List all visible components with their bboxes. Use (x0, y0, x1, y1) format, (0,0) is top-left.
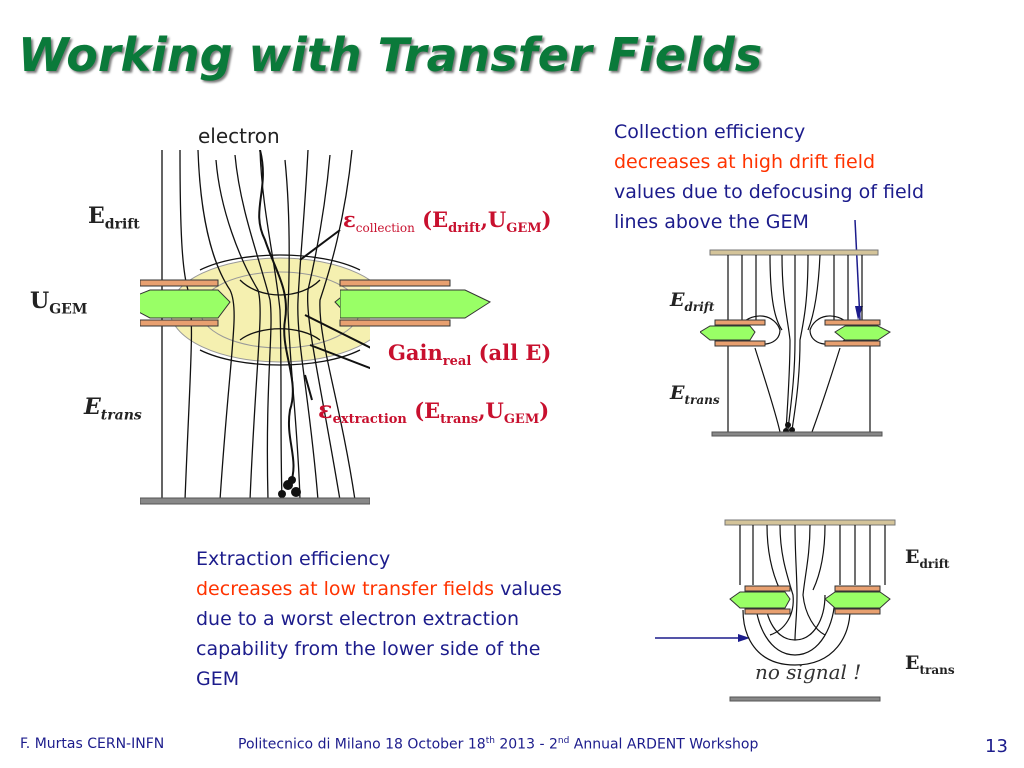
gain-main: Gain (388, 340, 443, 365)
gain-label: Gainreal (all E) (388, 340, 551, 369)
gem-foil-right-extension (340, 279, 492, 327)
high-drift-diagram (700, 220, 891, 437)
e-drift-symbol: E (88, 203, 105, 229)
e-drift-subscript: drift (104, 216, 140, 233)
u-gem-subscript: GEM (49, 301, 88, 318)
extraction-efficiency-label: εextraction (Etrans,UGEM) (318, 395, 549, 427)
electron-label: electron (198, 124, 280, 148)
collection-args-sub2: GEM (506, 221, 542, 237)
collection-args-close: ) (541, 207, 552, 232)
collection-note-line4: lines above the GEM (614, 211, 809, 233)
collection-pointer-arrow (854, 220, 861, 321)
gem-foil-right (824, 585, 891, 615)
extraction-note-line1: Extraction efficiency (196, 548, 391, 570)
footer-event-pre: Politecnico di Milano 18 October 18 (238, 736, 486, 753)
page-number: 13 (985, 736, 1008, 757)
collection-efficiency-label: εcollection (Edrift,UGEM) (343, 207, 552, 236)
e-drift-subscript-top: drift (684, 299, 715, 314)
u-gem-label: UGEM (30, 288, 87, 317)
extraction-args-mid: ,U (478, 398, 504, 423)
no-signal-label: no signal ! (755, 660, 862, 684)
footer-author: F. Murtas CERN-INFN (20, 736, 165, 752)
e-trans-symbol: E (84, 394, 101, 420)
e-trans-subscript-bottom: trans (919, 662, 955, 677)
extraction-args-sub2: GEM (503, 412, 540, 428)
drift-electrode (724, 519, 896, 526)
e-drift-label-bottom: Edrift (905, 546, 949, 571)
footer-event-mid: 2013 - 2 (494, 736, 558, 753)
gem-foil-right (824, 319, 891, 347)
extraction-args-sub1: trans (440, 412, 479, 428)
electron-track (258, 150, 295, 486)
e-drift-symbol-top: E (670, 289, 685, 311)
e-trans-symbol-top: E (670, 382, 685, 404)
slide-title: Working with Transfer Fields (18, 28, 763, 82)
collection-args-mid: ,U (480, 207, 507, 232)
collection-subscript: collection (355, 221, 415, 236)
u-gem-symbol: U (30, 288, 50, 314)
extraction-subscript: extraction (332, 412, 407, 428)
low-transfer-diagram (655, 519, 896, 702)
e-trans-subscript: trans (100, 407, 142, 424)
collection-note-highlight: decreases at high drift field (614, 151, 876, 173)
gem-foil-left (140, 279, 231, 327)
annotation-arrows (299, 229, 370, 401)
readout-plane (140, 497, 370, 505)
extraction-note-line3: due to a worst electron extraction (196, 608, 519, 630)
gem-foil-left (700, 319, 766, 347)
extraction-note-line5: GEM (196, 668, 240, 690)
collection-epsilon: ε (343, 207, 356, 232)
collection-pointer-arrowhead (855, 306, 863, 320)
gem-foil-left (729, 585, 791, 615)
drift-electrode (709, 249, 879, 256)
readout-plane (729, 696, 881, 702)
collection-note-line1: Collection efficiency (614, 121, 806, 143)
e-trans-subscript-top: trans (684, 392, 720, 407)
e-drift-label-top: Edrift (670, 289, 714, 314)
extraction-args-close: ) (539, 398, 550, 423)
extraction-epsilon: ε (318, 395, 333, 424)
extraction-note: Extraction efficiency decreases at low t… (196, 544, 562, 694)
gain-subscript: real (442, 354, 472, 370)
footer-event-sup2: nd (557, 736, 570, 746)
e-trans-label-top: Etrans (670, 382, 720, 407)
gem-field-diagram (140, 150, 370, 505)
gain-rest: (all E) (471, 340, 552, 365)
e-drift-subscript-bottom: drift (919, 556, 950, 571)
extraction-note-line4: capability from the lower side of the (196, 638, 541, 660)
e-trans-symbol-bottom: E (905, 652, 920, 674)
collection-note-line3: values due to defocusing of field (614, 181, 925, 203)
extraction-note-highlight: decreases at low transfer fields (196, 578, 495, 600)
electron-cloud (278, 476, 301, 498)
footer-event-post: Annual ARDENT Workshop (569, 736, 759, 753)
e-drift-symbol-bottom: E (905, 546, 920, 568)
extraction-pointer-arrowhead (738, 634, 750, 642)
collection-args-open: (E (422, 207, 449, 232)
extraction-note-line2-rest: values (494, 578, 562, 600)
e-drift-label: Edrift (88, 203, 140, 232)
collection-note: Collection efficiency decreases at high … (614, 117, 924, 237)
collection-args-sub1: drift (448, 221, 481, 237)
footer-event-sup1: th (485, 736, 495, 746)
field-lines (739, 524, 886, 666)
readout-plane (711, 431, 883, 437)
extraction-note-line2: decreases at low transfer fields values (196, 574, 562, 604)
e-trans-label-bottom: Etrans (905, 652, 955, 677)
footer-event: Politecnico di Milano 18 October 18th 20… (238, 736, 758, 753)
extraction-args-open: (E (414, 398, 441, 423)
e-trans-label: Etrans (84, 394, 142, 423)
